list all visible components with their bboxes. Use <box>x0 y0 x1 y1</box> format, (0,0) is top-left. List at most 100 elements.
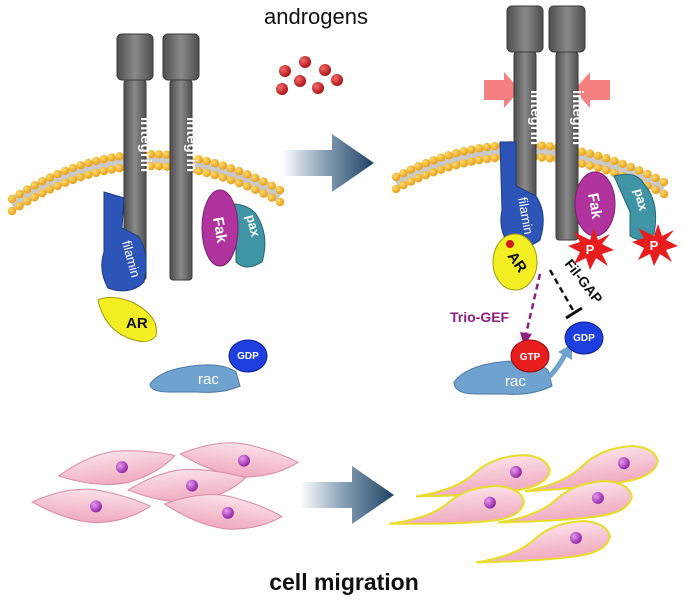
androgen-molecules <box>276 56 343 95</box>
right-fak: Fak <box>574 171 616 237</box>
membrane-bead <box>84 170 93 180</box>
membrane-bead <box>68 163 78 173</box>
androgen-dot <box>294 75 306 87</box>
membrane-bead <box>391 172 401 182</box>
membrane-bead <box>61 166 70 176</box>
membrane-bead <box>267 181 276 190</box>
membrane-bead <box>421 158 431 168</box>
membrane-bead <box>467 157 476 166</box>
integrin-label: integrin <box>527 90 544 145</box>
membrane-bead <box>436 165 446 174</box>
membrane-bead <box>651 185 660 195</box>
gtp-label: GTP <box>520 352 541 363</box>
left-integrin-2: integrin <box>162 33 200 281</box>
left-ar: AR <box>97 296 157 342</box>
membrane-bead <box>406 165 416 174</box>
right-pax: pax <box>613 173 657 240</box>
membrane-bead <box>406 177 416 186</box>
membrane-bead <box>436 153 446 162</box>
membrane-bead <box>218 161 228 170</box>
rac-exchange-arrow <box>546 344 572 380</box>
membrane-bead <box>45 173 55 182</box>
phospho-label: P <box>650 238 659 253</box>
cell-nucleus <box>221 506 234 519</box>
membrane-bead <box>545 142 554 151</box>
migrating-cell <box>389 484 526 525</box>
phospho-pax: P <box>632 224 678 266</box>
membrane-bead <box>634 166 644 175</box>
membrane-bead <box>218 173 228 182</box>
membrane-bead <box>84 158 93 168</box>
androgens-label: androgens <box>264 4 368 29</box>
membrane-bead <box>22 185 32 194</box>
cell-nucleus <box>237 454 250 467</box>
membrane-bead <box>482 142 492 152</box>
integrin-label: integrin <box>183 117 200 172</box>
membrane-bead <box>577 159 587 168</box>
membrane-bead <box>275 197 285 207</box>
membrane-bead <box>162 150 171 159</box>
membrane-bead <box>76 161 85 170</box>
cell-nucleus <box>185 479 198 492</box>
membrane-bead <box>585 161 595 170</box>
membrane-bead <box>444 163 453 172</box>
membrane-bead <box>91 168 101 178</box>
membrane-bead <box>267 193 276 202</box>
membrane-bead <box>251 173 260 183</box>
membrane-bead <box>202 168 211 178</box>
membrane-bead <box>651 173 660 183</box>
membrane-bead <box>602 154 611 163</box>
membrane-bead <box>154 162 164 171</box>
membrane-bead <box>115 152 124 161</box>
membrane-bead <box>7 194 17 204</box>
membrane-bead <box>234 178 244 188</box>
membrane-bead <box>38 189 47 198</box>
membrane-bead <box>391 184 401 194</box>
rac-label: rac <box>198 371 219 388</box>
membrane-bead <box>537 141 547 150</box>
membrane-bead <box>146 149 156 159</box>
membrane-bead <box>259 189 268 198</box>
bottom-transition-arrow <box>300 466 394 524</box>
membrane-bead <box>210 170 219 180</box>
membrane-bead <box>618 159 627 169</box>
membrane-bead <box>38 177 47 186</box>
cell-nucleus <box>591 491 604 504</box>
cell-nucleus <box>89 500 102 513</box>
membrane-bead <box>626 162 636 172</box>
fil-gap-inhibition <box>548 269 583 320</box>
androgen-dot <box>279 65 291 77</box>
membrane-bead <box>226 163 236 173</box>
left-fak: Fak <box>201 189 239 267</box>
membrane-bead <box>107 165 116 174</box>
membrane-bead <box>99 154 109 164</box>
membrane-bead <box>537 153 547 162</box>
pax-label: pax <box>243 213 263 239</box>
membrane-bead <box>490 153 499 163</box>
membrane-bead <box>610 156 619 166</box>
membrane-bead <box>107 153 116 162</box>
membrane-bead <box>399 180 408 190</box>
left-panel: rac GDP integrin integrin filamin AR pax… <box>7 33 285 393</box>
membrane-bead <box>459 147 469 156</box>
cell-nucleus <box>509 465 522 478</box>
right-ar: AR <box>492 233 538 291</box>
membrane-bead <box>194 167 203 176</box>
membrane-bead <box>414 162 423 171</box>
membrane-bead <box>91 156 101 166</box>
right-gtp: GTP <box>510 339 550 373</box>
membrane-bead <box>202 156 211 166</box>
androgen-dot <box>331 74 343 86</box>
membrane-bead <box>275 185 285 195</box>
androgen-dot <box>299 56 311 68</box>
membrane-bead <box>30 193 39 202</box>
membrane-bead <box>210 158 219 168</box>
filamin-label: filamin <box>515 196 536 236</box>
membrane-bead <box>429 168 438 177</box>
membrane-bead <box>659 177 669 187</box>
membrane-bead <box>76 173 85 182</box>
bound-androgen-dot <box>506 240 514 248</box>
androgen-dot <box>276 83 288 95</box>
membrane-bead <box>68 175 78 185</box>
